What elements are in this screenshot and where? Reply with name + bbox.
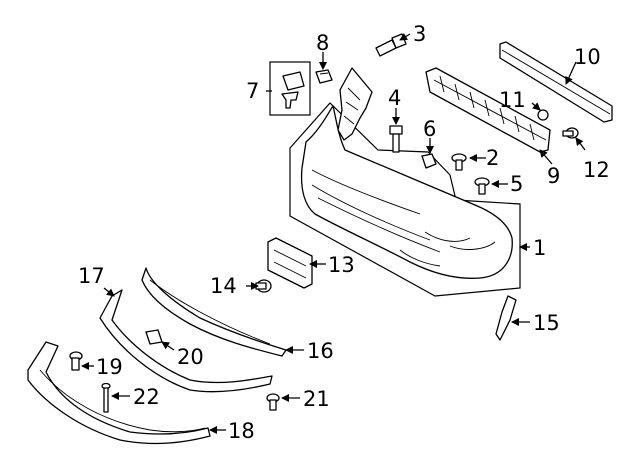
- bolt-14[interactable]: [255, 279, 272, 293]
- callout-13: 13: [328, 253, 355, 277]
- side-bracket[interactable]: [337, 67, 373, 141]
- clip-11[interactable]: [537, 109, 549, 121]
- upper-strip-16[interactable]: [141, 267, 287, 357]
- bumper-cover[interactable]: [300, 105, 513, 279]
- push-pin-2[interactable]: [451, 153, 467, 171]
- callout-4: 4: [388, 86, 401, 110]
- callout-3: 3: [413, 22, 426, 46]
- callout-2: 2: [486, 146, 499, 170]
- leader-lines: [81, 32, 586, 434]
- bolt-12[interactable]: [562, 127, 579, 139]
- callout-17: 17: [78, 264, 105, 288]
- callout-12: 12: [583, 158, 610, 182]
- callout-labels: 1 2 3 4 5 6 7 8 9 10 11 12 13 14 15 16 1…: [78, 22, 610, 443]
- callout-22: 22: [133, 385, 160, 409]
- license-bracket[interactable]: [267, 237, 313, 289]
- callout-14: 14: [210, 274, 237, 298]
- lower-valance-18[interactable]: [27, 341, 211, 445]
- callout-21: 21: [303, 387, 330, 411]
- push-pin-5[interactable]: [474, 177, 490, 195]
- callout-1: 1: [533, 236, 546, 260]
- clip-20[interactable]: [145, 329, 163, 345]
- callout-16: 16: [307, 339, 334, 363]
- callout-6: 6: [423, 117, 436, 141]
- side-trim-15[interactable]: [495, 295, 517, 341]
- callout-15: 15: [533, 311, 560, 335]
- lower-lip-17[interactable]: [99, 289, 273, 393]
- callout-8: 8: [316, 31, 329, 55]
- callout-10: 10: [574, 45, 601, 69]
- callout-20: 20: [177, 345, 204, 369]
- part-7-frame: [269, 61, 311, 116]
- push-pin-19[interactable]: [69, 351, 83, 371]
- energy-absorber[interactable]: [425, 67, 551, 153]
- push-pin-21[interactable]: [266, 393, 280, 411]
- callout-7: 7: [246, 79, 259, 103]
- callout-18: 18: [228, 419, 255, 443]
- bolt-3[interactable]: [375, 33, 407, 57]
- callout-9: 9: [547, 164, 560, 188]
- nut-clip[interactable]: [315, 69, 333, 84]
- callout-5: 5: [510, 172, 523, 196]
- bolt-4[interactable]: [389, 125, 403, 153]
- nut-6[interactable]: [421, 153, 437, 169]
- rivet-22[interactable]: [101, 382, 111, 413]
- bracket-with-clip[interactable]: [281, 71, 305, 109]
- callout-11: 11: [499, 88, 526, 112]
- reinforcement-beam[interactable]: [499, 41, 613, 123]
- callout-19: 19: [96, 355, 123, 379]
